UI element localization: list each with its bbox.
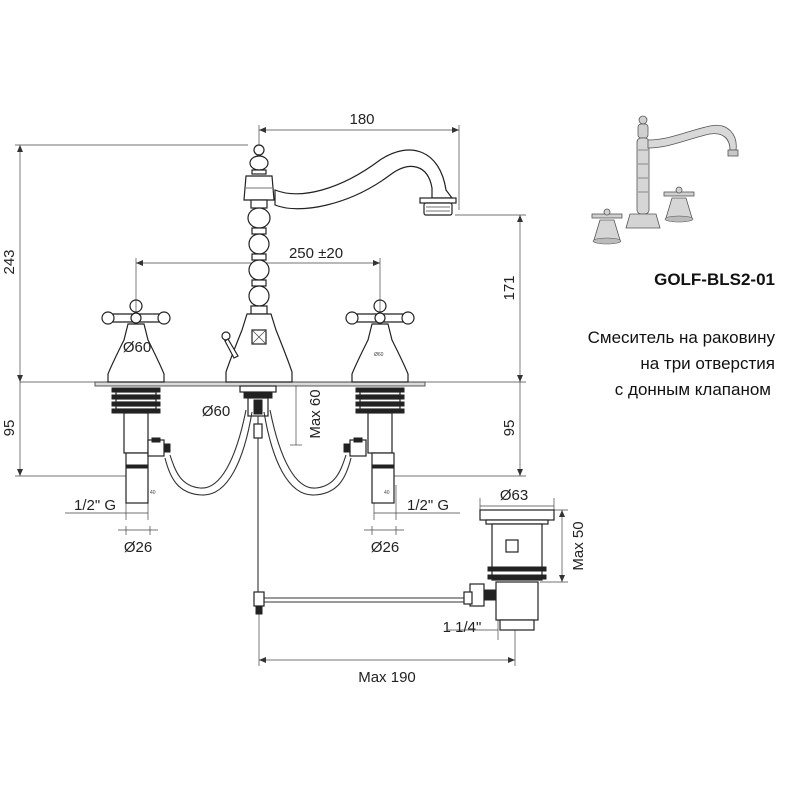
model-number: GOLF-BLS2-01 bbox=[654, 270, 775, 289]
drain-valve bbox=[463, 509, 555, 631]
dim-below-right: 95 bbox=[501, 420, 518, 437]
dim-drain-thread: 1 1/4" bbox=[443, 619, 482, 636]
dim-handle-base-left: Ø60 bbox=[123, 339, 151, 356]
dim-pipe-left: Ø26 bbox=[124, 539, 152, 556]
description-line-2: на три отверстия bbox=[640, 354, 775, 373]
faucet-body bbox=[221, 144, 457, 383]
dim-total-height: 243 bbox=[1, 249, 18, 274]
description-line-1: Смеситель на раковину bbox=[588, 328, 776, 347]
dim-body-base: Ø60 bbox=[202, 403, 230, 420]
dim-spout-height: 171 bbox=[501, 275, 518, 300]
dim-thread-right: 1/2" G bbox=[407, 497, 449, 514]
center-underbody bbox=[164, 385, 352, 600]
dimension-arrows bbox=[17, 127, 565, 663]
dim-below-left: 95 bbox=[1, 420, 18, 437]
popup-rod bbox=[253, 591, 470, 615]
product-image bbox=[591, 115, 739, 245]
dim-drain-height: Max 50 bbox=[570, 521, 587, 570]
dim-pipe-right: Ø26 bbox=[371, 539, 399, 556]
dim-spout-reach: 180 bbox=[349, 111, 374, 128]
description-line-3: с донным клапаном bbox=[615, 380, 771, 399]
dim-thread-left: 1/2" G bbox=[74, 497, 116, 514]
right-handle-base-label: Ø60 bbox=[374, 352, 384, 358]
dim-handle-spacing: 250 ±20 bbox=[289, 245, 343, 262]
dim-drain-reach: Max 190 bbox=[358, 669, 416, 686]
left-handle: 40 bbox=[101, 299, 171, 504]
dim-max-thickness: Max 60 bbox=[307, 389, 324, 438]
right-handle: Ø60 40 bbox=[343, 299, 415, 504]
tiny-dimension-left: 40 bbox=[150, 490, 156, 496]
tiny-dimension-right: 40 bbox=[384, 490, 390, 496]
dim-drain-diameter: Ø63 bbox=[500, 487, 528, 504]
